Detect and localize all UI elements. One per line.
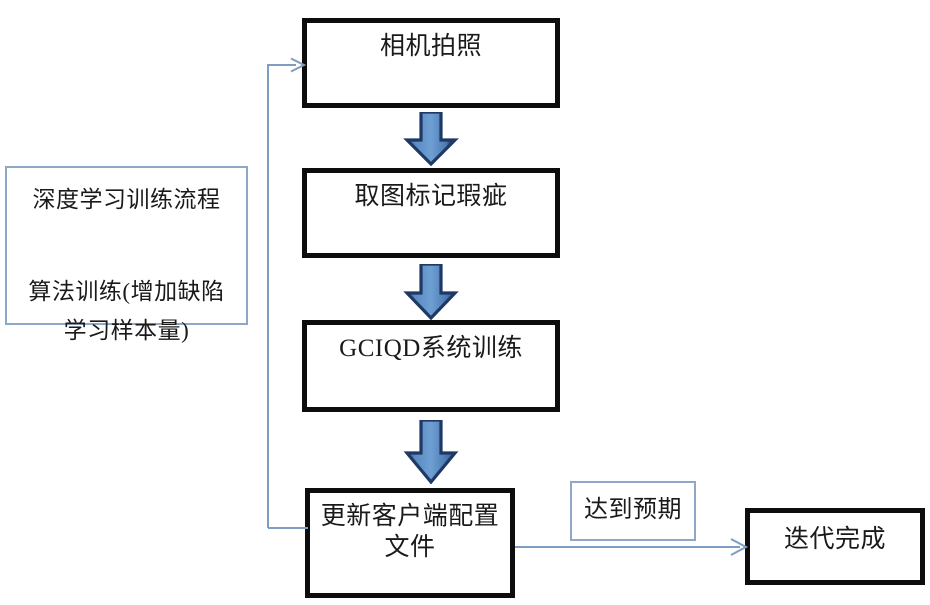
node-iteration-done[interactable]: 迭代完成: [745, 508, 925, 585]
node-gciqd-training-label: GCIQD系统训练: [339, 335, 523, 362]
node-mark-defects[interactable]: 取图标记瑕疵: [302, 168, 560, 258]
edge-feedback-bottom-segment: [268, 527, 308, 529]
annotation-line-2: 算法训练(增加缺陷 学习样本量): [28, 279, 225, 344]
annotation-line-1: 深度学习训练流程: [32, 186, 221, 212]
annotation-training-flow-note: 深度学习训练流程 算法训练(增加缺陷 学习样本量): [5, 166, 248, 343]
edge-capture-to-mark-arrow: [403, 112, 459, 166]
edge-mark-to-training-arrow: [403, 264, 459, 320]
edge-training-to-update-arrow: [403, 420, 459, 484]
edge-feedback-to-capture: [267, 57, 307, 528]
node-camera-capture[interactable]: 相机拍照: [302, 18, 560, 108]
annotation-expectation-met-label: 达到预期: [584, 497, 682, 524]
node-iteration-done-label: 迭代完成: [783, 526, 886, 553]
node-update-config[interactable]: 更新客户端配置 文件: [305, 488, 515, 598]
node-camera-capture-label: 相机拍照: [379, 33, 482, 60]
node-gciqd-training[interactable]: GCIQD系统训练: [302, 320, 560, 412]
annotation-spacer: [28, 219, 224, 233]
annotation-text: 深度学习训练流程 算法训练(增加缺陷 学习样本量): [28, 141, 224, 350]
edge-update-to-done: [515, 538, 749, 556]
annotation-expectation-met: 达到预期: [570, 481, 696, 541]
node-mark-defects-label: 取图标记瑕疵: [354, 183, 508, 210]
node-update-config-label: 更新客户端配置 文件: [320, 503, 500, 561]
